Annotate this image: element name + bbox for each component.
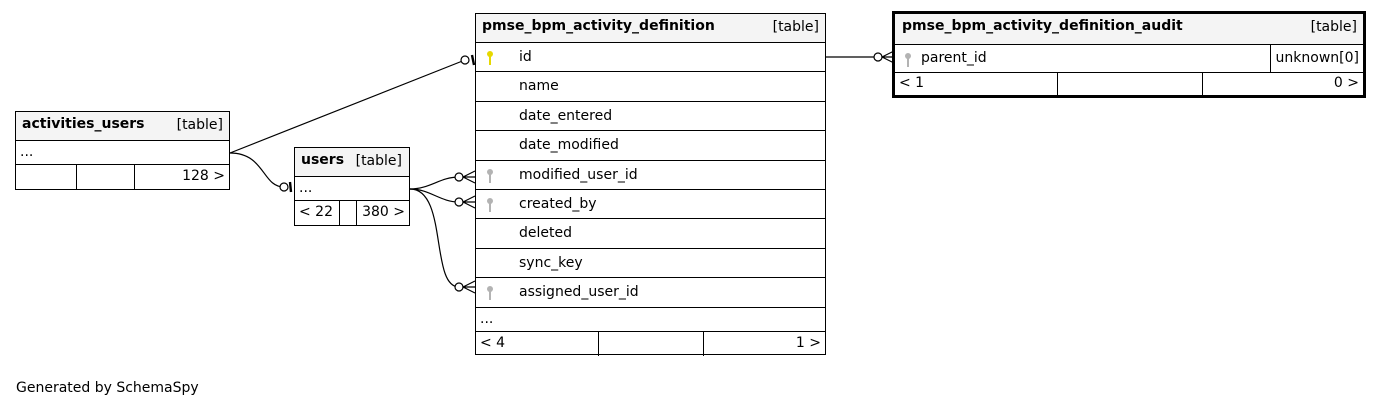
- foreign-key-icon: [487, 197, 493, 212]
- table-footer: < 4 1 >: [476, 331, 825, 356]
- edge-users-to-assigned-user-id: [409, 188, 460, 288]
- table-type: [table]: [1310, 19, 1357, 35]
- table-header: activities_users [table]: [16, 112, 229, 141]
- edge-end-circle: [460, 55, 470, 65]
- more-columns: ...: [20, 144, 34, 160]
- column-row-id[interactable]: id: [476, 43, 825, 73]
- table-pmse-bpm-activity-definition-audit[interactable]: pmse_bpm_activity_definition_audit [tabl…: [892, 11, 1366, 98]
- column-name: sync_key: [519, 254, 583, 271]
- column-row-date-modified[interactable]: date_modified: [476, 131, 825, 161]
- column-name: deleted: [519, 225, 572, 242]
- column-name: assigned_user_id: [519, 284, 639, 301]
- table-header: pmse_bpm_activity_definition [table]: [476, 14, 825, 43]
- edge-users-to-modified-user-id: [409, 176, 460, 190]
- children-count: 128 >: [182, 168, 225, 184]
- more-columns: ...: [299, 180, 313, 196]
- column-name: created_by: [519, 195, 597, 212]
- more-columns-row: ...: [295, 177, 409, 201]
- column-row-created-by[interactable]: created_by: [476, 190, 825, 220]
- table-type: [table]: [355, 153, 402, 169]
- column-row-name[interactable]: name: [476, 72, 825, 102]
- edge-activities-users-to-users: [229, 152, 285, 188]
- table-name: pmse_bpm_activity_definition: [482, 18, 715, 34]
- table-footer: < 1 0 >: [895, 73, 1363, 95]
- more-columns-row: ...: [476, 308, 825, 332]
- parents-count: < 22: [299, 204, 333, 220]
- column-row-deleted[interactable]: deleted: [476, 219, 825, 249]
- edge-activities-users-to-id: [229, 59, 466, 154]
- table-footer: 128 >: [16, 165, 229, 189]
- column-type-divider: [1270, 45, 1271, 72]
- foreign-key-icon: [487, 286, 493, 301]
- more-columns: ...: [480, 310, 494, 327]
- table-users[interactable]: users [table] ... < 22 380 >: [294, 147, 410, 226]
- column-row-parent-id[interactable]: parent_id unknown[0]: [895, 45, 1363, 73]
- children-count: 1 >: [795, 334, 821, 351]
- table-activities-users[interactable]: activities_users [table] ... 128 >: [15, 111, 230, 190]
- column-name: parent_id: [921, 50, 987, 66]
- parents-count: < 4: [480, 334, 506, 351]
- column-row-sync-key[interactable]: sync_key: [476, 249, 825, 279]
- column-type: unknown[0]: [1275, 50, 1359, 66]
- table-name: pmse_bpm_activity_definition_audit: [902, 18, 1183, 34]
- table-header: users [table]: [295, 148, 409, 177]
- table-header: pmse_bpm_activity_definition_audit [tabl…: [895, 14, 1363, 45]
- generated-by-label: Generated by SchemaSpy: [16, 380, 199, 396]
- children-count: 0 >: [1333, 75, 1359, 91]
- primary-key-icon: [487, 51, 493, 65]
- column-name: date_entered: [519, 107, 613, 124]
- table-name: activities_users: [22, 116, 145, 132]
- column-name: id: [519, 49, 532, 65]
- column-row-modified-user-id[interactable]: modified_user_id: [476, 161, 825, 190]
- table-footer: < 22 380 >: [295, 201, 409, 225]
- foreign-key-icon: [487, 168, 493, 183]
- children-count: 380 >: [362, 204, 405, 220]
- foreign-key-icon: [905, 53, 911, 67]
- column-name: name: [519, 78, 559, 95]
- column-row-assigned-user-id[interactable]: assigned_user_id: [476, 278, 825, 308]
- table-type: [table]: [176, 117, 223, 133]
- table-type: [table]: [772, 19, 819, 35]
- column-row-date-entered[interactable]: date_entered: [476, 102, 825, 132]
- table-pmse-bpm-activity-definition[interactable]: pmse_bpm_activity_definition [table] id n…: [475, 13, 826, 356]
- table-name: users: [301, 152, 345, 168]
- column-name: modified_user_id: [519, 166, 638, 183]
- column-name: date_modified: [519, 137, 619, 154]
- more-columns-row: ...: [16, 141, 229, 165]
- parents-count: < 1: [899, 75, 925, 91]
